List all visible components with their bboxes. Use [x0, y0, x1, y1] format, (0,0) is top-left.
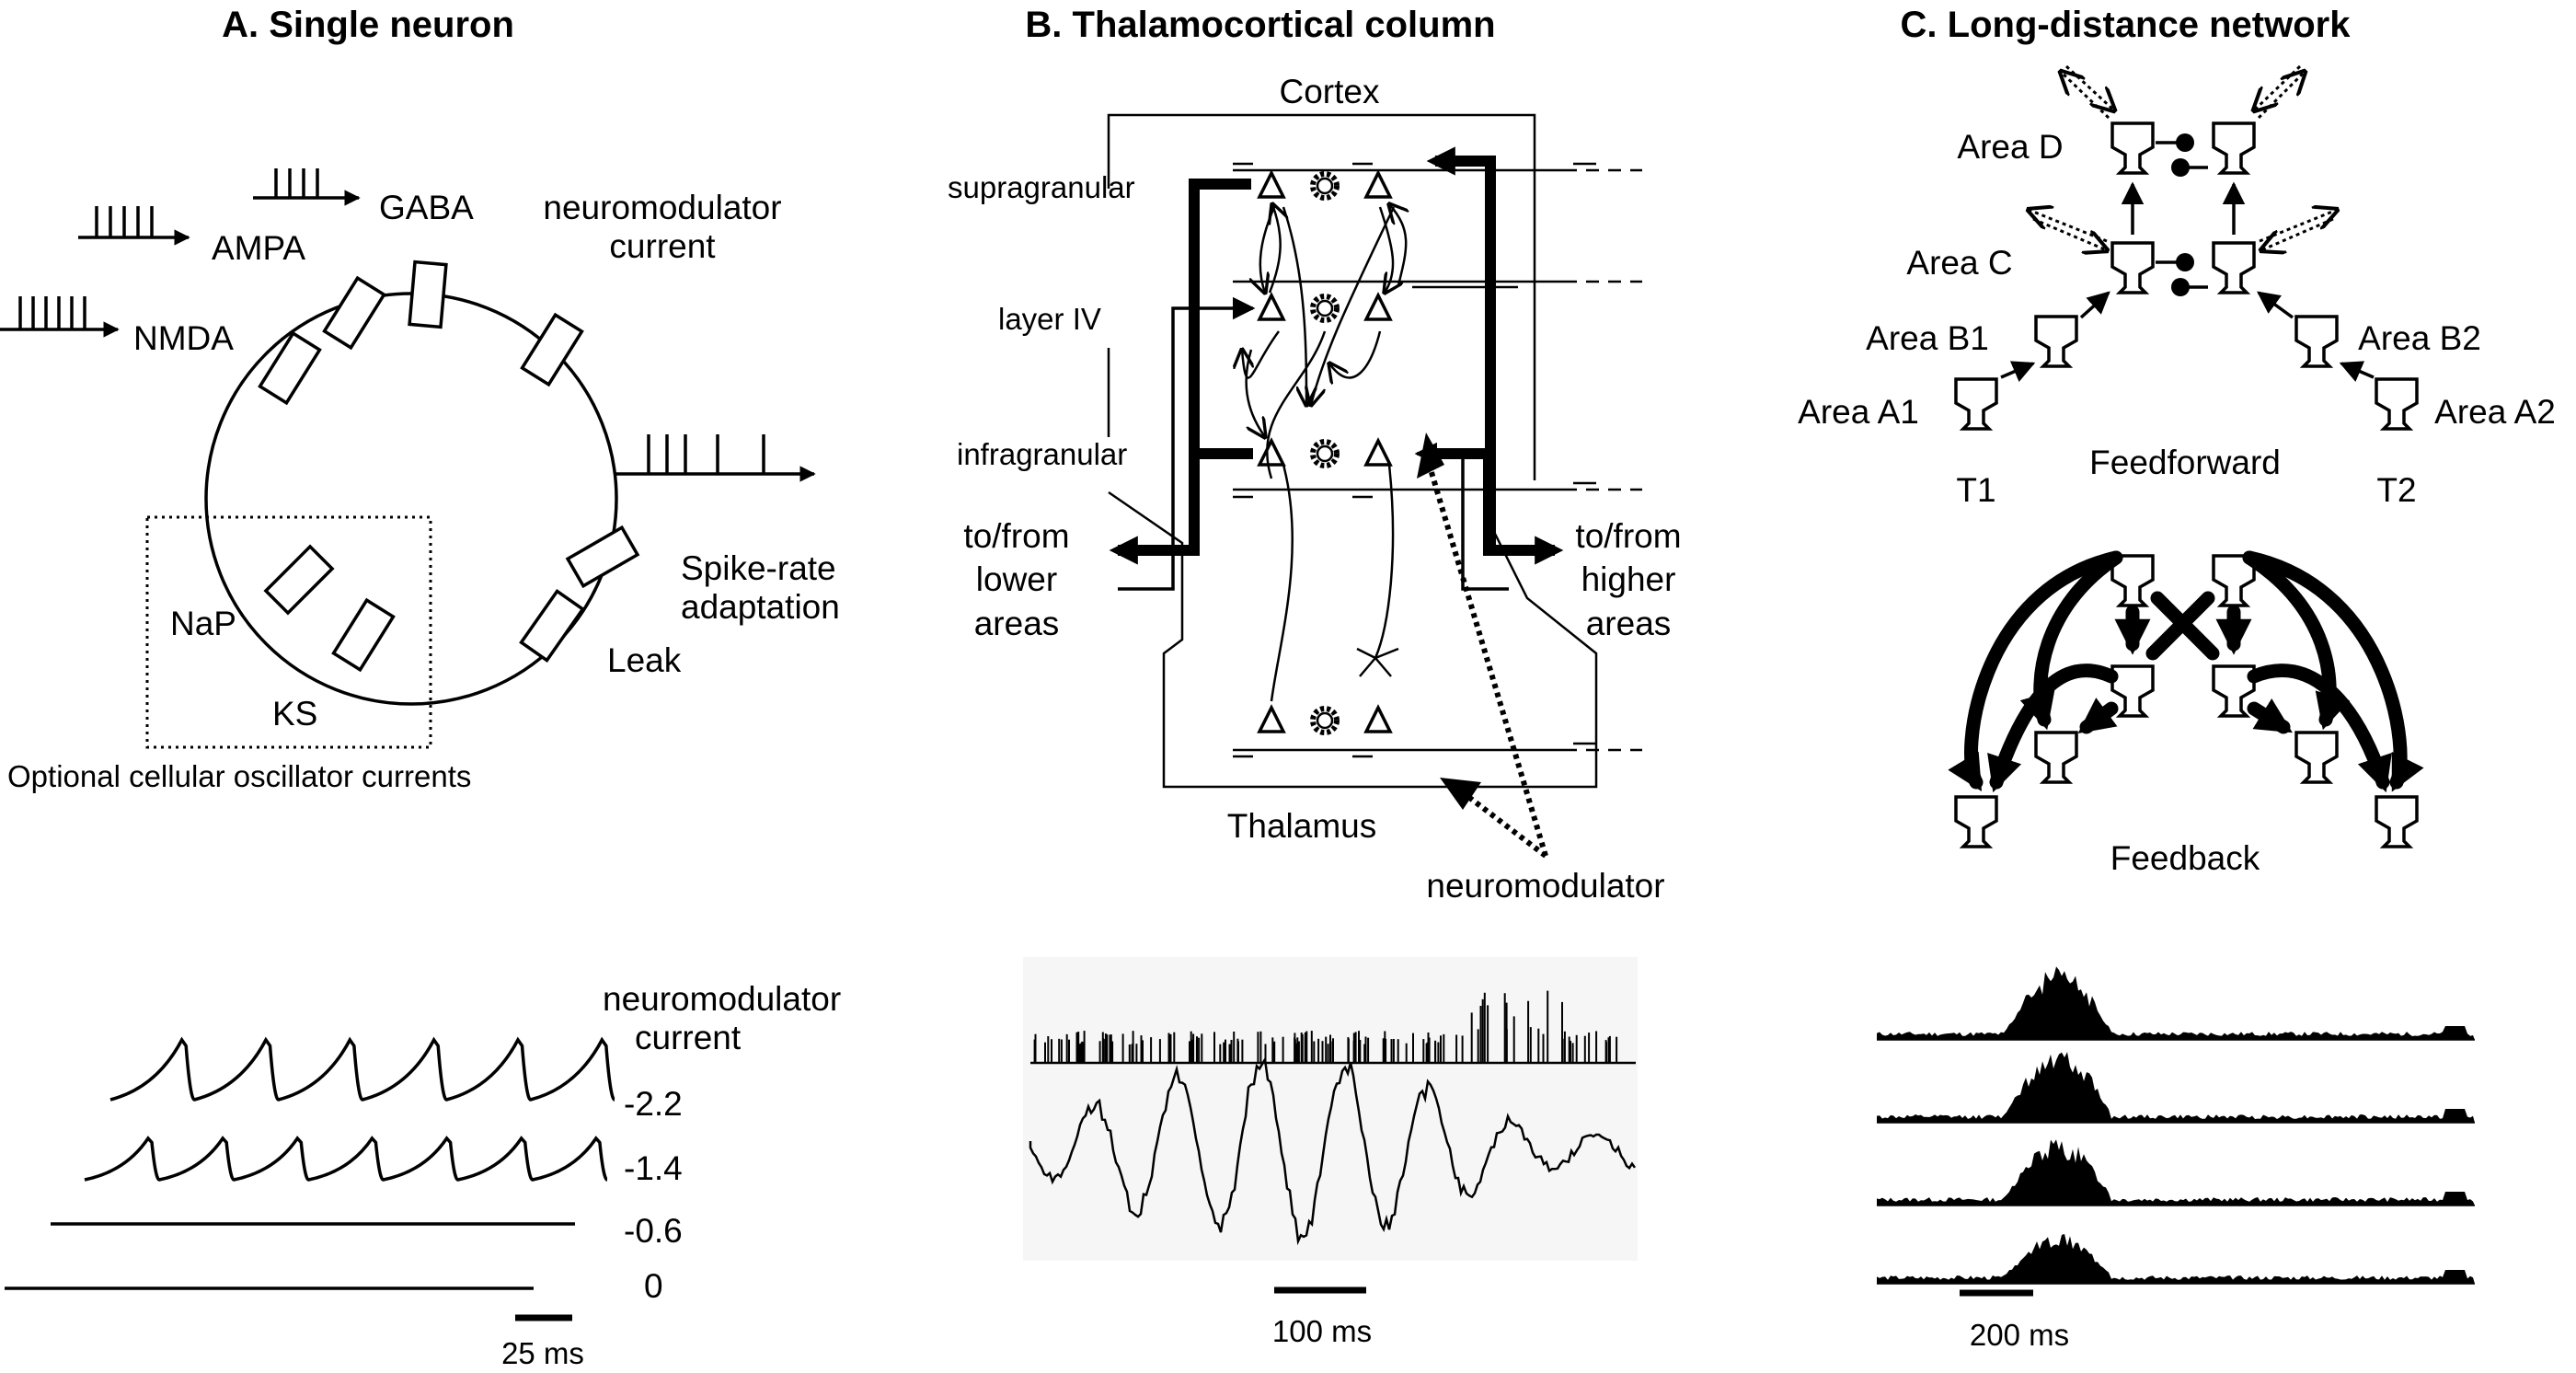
- oscillator-box: [145, 515, 432, 749]
- channel-nmda: [258, 330, 322, 406]
- cortex-outline: [1107, 113, 1536, 480]
- panel-b: B. Thalamocortical column Cortex supragr…: [948, 5, 1682, 1348]
- t2-label: T2: [2376, 471, 2416, 509]
- panel-b-title: B. Thalamocortical column: [1025, 5, 1495, 45]
- channel-nap: [263, 544, 335, 616]
- channel-ks: [331, 597, 396, 673]
- trace-value-2: -1.4: [624, 1149, 683, 1187]
- infragranular-label: infragranular: [957, 437, 1127, 471]
- area-c-label: Area C: [1906, 244, 2012, 282]
- area-a2-label: Area A2: [2434, 393, 2556, 431]
- nap-label: NaP: [170, 605, 236, 642]
- activity-histogram: [1877, 1052, 2475, 1123]
- supragranular-label: supragranular: [948, 170, 1135, 204]
- activity-histograms: [1877, 966, 2475, 1285]
- lower-areas-line1: to/from: [963, 517, 1069, 555]
- neuromodulator-current-label-line2: current: [609, 227, 716, 265]
- area-a-cells: [1954, 377, 2419, 431]
- higher-areas-line3: areas: [1586, 605, 1672, 642]
- area-d-label: Area D: [1957, 128, 2063, 166]
- trace-header-line1: neuromodulator: [603, 980, 841, 1018]
- spike-rate-label-line1: Spike-rate: [681, 549, 836, 587]
- trace-value-1: -2.2: [624, 1085, 683, 1123]
- column-connections: [1242, 204, 1518, 702]
- lower-areas-pathway: [1109, 179, 1256, 591]
- supragranular-neurons: [1258, 173, 1392, 198]
- panel-c-title: C. Long-distance network: [1901, 5, 2352, 45]
- inhibitory-synapses: [2156, 133, 2208, 296]
- lower-areas-line2: lower: [976, 560, 1057, 598]
- activity-histogram: [1877, 1139, 2475, 1206]
- trace-value-4: 0: [644, 1267, 663, 1305]
- trace-header-line2: current: [635, 1019, 742, 1056]
- higher-areas-pathway: [1414, 146, 1564, 591]
- gaba-input-spikes: [253, 168, 361, 206]
- neuromod-arrow-cortex: [1428, 468, 1548, 857]
- higher-areas-line1: to/from: [1575, 517, 1681, 555]
- scale-label-b: 100 ms: [1272, 1314, 1372, 1348]
- feedforward-label: Feedforward: [2089, 444, 2281, 481]
- higher-areas-line2: higher: [1581, 560, 1676, 598]
- trace-neg-1-4: [84, 1136, 608, 1182]
- trace-value-3: -0.6: [624, 1212, 683, 1250]
- activity-histogram: [1877, 966, 2475, 1040]
- nmda-input-spikes: [0, 296, 120, 338]
- area-b-cells: [2034, 315, 2339, 368]
- trace-neg-2-2: [109, 1036, 616, 1102]
- nmda-label: NMDA: [133, 319, 234, 357]
- panel-a: A. Single neuron GABA AMPA NMDA neuromod…: [0, 5, 841, 1370]
- infragranular-neurons: [1258, 441, 1392, 466]
- thalamus-label: Thalamus: [1227, 807, 1376, 845]
- panel-c: C. Long-distance network: [1798, 5, 2556, 1352]
- dotted-projections: [2029, 64, 2337, 250]
- cortex-label: Cortex: [1280, 73, 1380, 110]
- area-a1-label: Area A1: [1798, 393, 1919, 431]
- scale-label-c: 200 ms: [1970, 1318, 2069, 1352]
- lfp-trace: [1029, 1056, 1637, 1246]
- leak-label: Leak: [607, 641, 682, 679]
- ampa-label: AMPA: [212, 229, 305, 267]
- neuromodulator-current-label-line1: neuromodulator: [543, 189, 781, 226]
- neuromod-arrow-thalamus: [1466, 793, 1547, 859]
- feedback-label: Feedback: [2110, 839, 2260, 877]
- ks-label: KS: [272, 695, 317, 733]
- channel-gaba: [408, 260, 448, 329]
- thalamus-outline: [1108, 490, 1598, 789]
- channel-neuromodulator: [520, 312, 584, 387]
- feedback-arrows: [1948, 550, 2424, 793]
- channel-leak: [519, 588, 585, 663]
- layer-iv-label: layer IV: [998, 302, 1101, 336]
- optional-oscillator-label: Optional cellular oscillator currents: [7, 759, 471, 793]
- thalamus-neurons: [1258, 708, 1392, 733]
- output-spike-train: [615, 434, 816, 482]
- t1-label: T1: [1956, 471, 1995, 509]
- neuromodulator-label: neuromodulator: [1426, 867, 1664, 905]
- area-b2-label: Area B2: [2358, 319, 2481, 357]
- channel-ampa: [322, 275, 386, 351]
- gaba-label: GABA: [379, 189, 474, 226]
- spike-raster: [1033, 990, 1618, 1063]
- spike-rate-label-line2: adaptation: [681, 588, 840, 626]
- ampa-input-spikes: [78, 206, 190, 246]
- activity-histogram: [1877, 1234, 2475, 1284]
- scale-label-a: 25 ms: [501, 1336, 584, 1370]
- layer-iv-neurons: [1258, 295, 1392, 320]
- panel-a-title: A. Single neuron: [222, 5, 514, 45]
- channel-adaptation: [565, 525, 640, 589]
- area-b1-label: Area B1: [1866, 319, 1989, 357]
- feedforward-arrows: [2000, 181, 2375, 382]
- lower-areas-line3: areas: [974, 605, 1060, 642]
